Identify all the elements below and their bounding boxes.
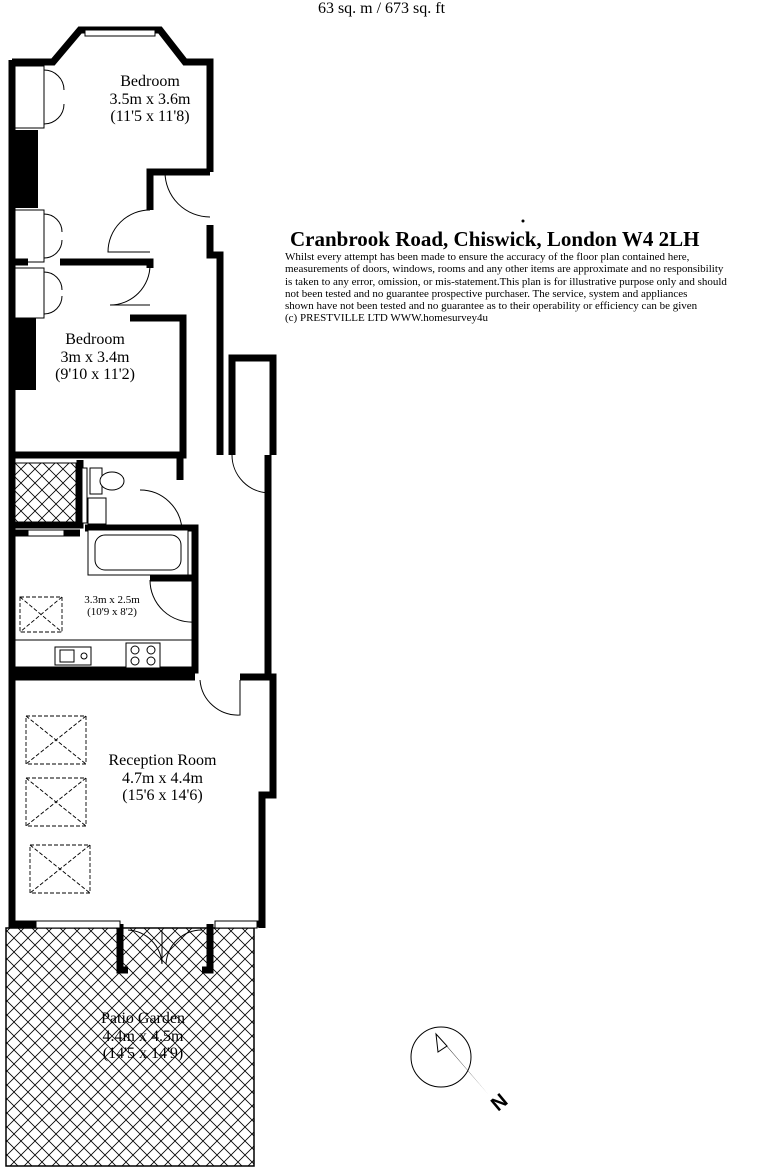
room-name: Reception Room	[108, 752, 217, 769]
north-arrow-icon	[436, 1034, 488, 1094]
hob	[125, 642, 161, 669]
property-address: Cranbrook Road, Chiswick, London W4 2LH	[290, 227, 700, 251]
room-metric: 3.5m x 3.6m	[109, 90, 191, 108]
room-imperial: (10'9 x 8'2)	[87, 606, 137, 619]
wardrobe-back-1	[12, 130, 38, 208]
basin	[87, 497, 107, 525]
wardrobes	[13, 65, 65, 319]
compass: N	[410, 1026, 512, 1116]
dot-marker	[521, 219, 525, 223]
disclaimer: Whilst every attempt has been made to en…	[285, 251, 727, 325]
door-swings	[107, 171, 271, 965]
room-metric: 4.4m x 4.5m	[102, 1027, 184, 1045]
windows	[27, 29, 258, 929]
disclaimer-line: Whilst every attempt has been made to en…	[285, 251, 690, 263]
room-imperial: (11'5 x 11'8)	[110, 108, 190, 126]
skylights	[19, 596, 91, 894]
room-label-reception: Reception Room 4.7m x 4.4m (15'6 x 14'6)	[90, 752, 235, 805]
disclaimer-line: shown have not been tested and no guaran…	[285, 300, 698, 313]
room-imperial: (9'10 x 11'2)	[55, 366, 135, 384]
disclaimer-line: is taken to any error, omission, or mis-…	[285, 275, 727, 288]
room-metric: 3.3m x 2.5m	[84, 594, 140, 606]
room-metric: 3m x 3.4m	[60, 348, 130, 366]
bathroom-fixtures	[87, 467, 189, 576]
utility-hatched-area	[11, 462, 77, 526]
kitchen-fixtures	[14, 639, 193, 669]
total-area: 63 sq. m / 673 sq. ft	[317, 0, 446, 17]
wardrobe-back-2	[12, 318, 36, 390]
room-imperial: (14'5 x 14'9)	[102, 1045, 184, 1063]
room-label-patio-garden: Patio Garden 4.4m x 4.5m (14'5 x 14'9)	[78, 1010, 208, 1063]
room-metric: 4.7m x 4.4m	[122, 769, 203, 787]
room-imperial: (15'6 x 14'6)	[122, 787, 203, 805]
room-name: Patio Garden	[101, 1010, 185, 1027]
room-name: Bedroom	[120, 73, 180, 90]
disclaimer-line: not been tested and no guarantee prospec…	[285, 287, 688, 300]
room-name: Bedroom	[65, 331, 125, 348]
disclaimer-line: measurements of doors, windows, rooms an…	[285, 263, 724, 276]
room-label-bedroom-1: Bedroom 3.5m x 3.6m (11'5 x 11'8)	[90, 73, 210, 126]
room-label-bedroom-2: Bedroom 3m x 3.4m (9'10 x 11'2)	[35, 331, 155, 384]
disclaimer-line: (c) PRESTVILLE LTD WWW.homesurvey4u	[285, 312, 489, 325]
compass-label: N	[487, 1090, 512, 1116]
room-label-kitchen: 3.3m x 2.5m (10'9 x 8'2)	[62, 594, 162, 618]
